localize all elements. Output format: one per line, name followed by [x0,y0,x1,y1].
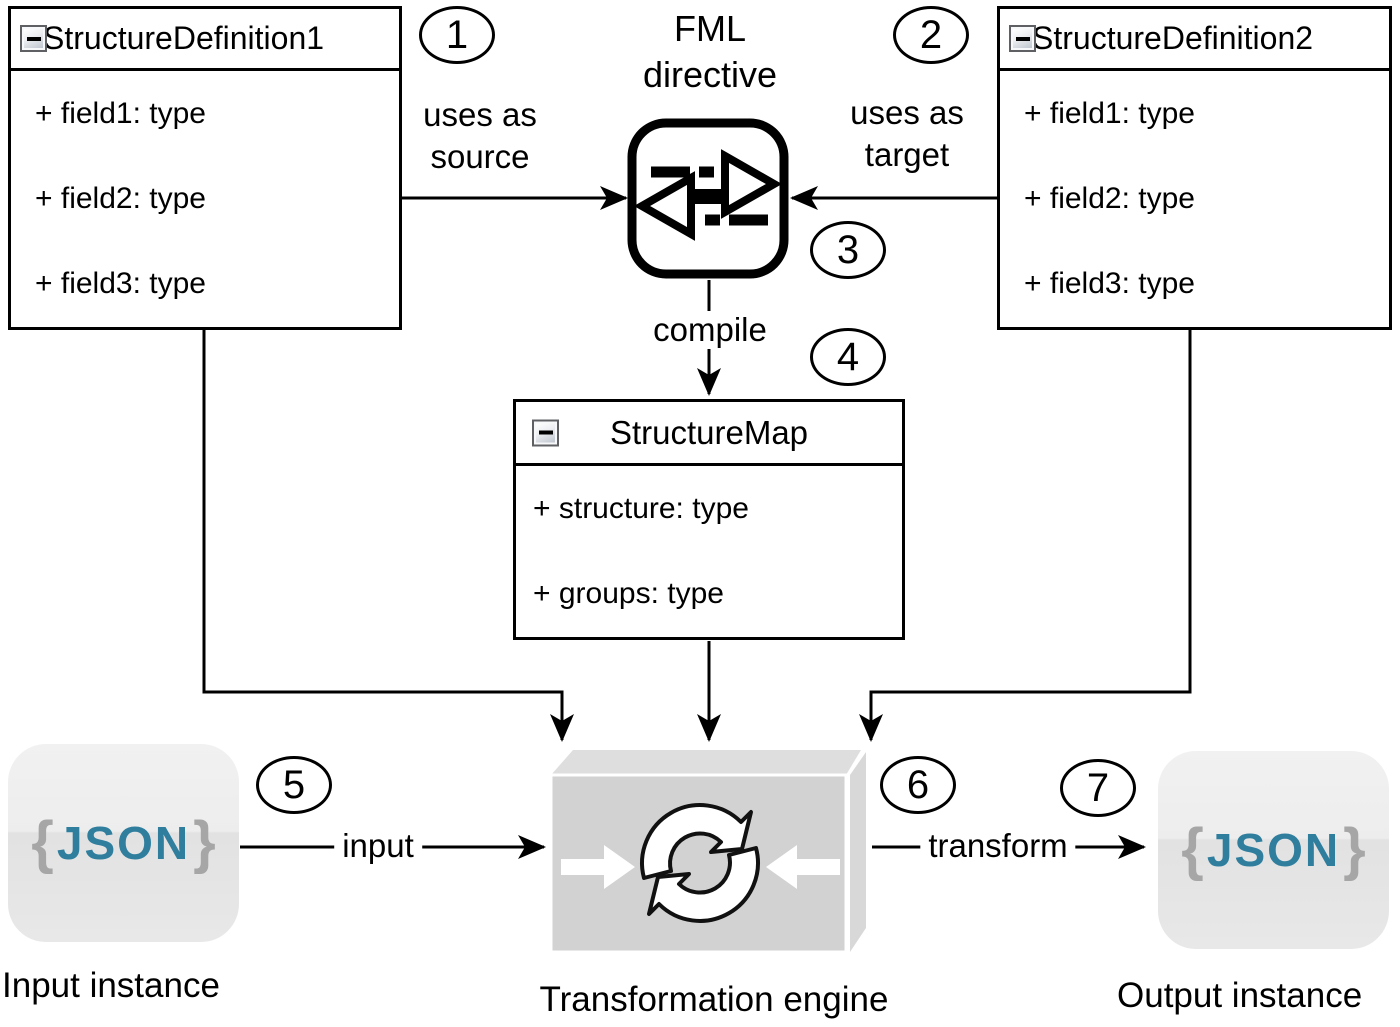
collapse-minus-icon [20,25,47,52]
class-box-structuredefinition1: StructureDefinition1 + field1: type + fi… [8,6,402,330]
inward-arrow-left-icon [561,845,635,889]
arrow-sd1-to-engine [202,330,574,742]
json-label: JSON [1206,824,1341,876]
engine-side-face [850,752,866,952]
class-field: + field1: type [35,96,206,130]
class-title: StructureMap [609,413,809,451]
class-header: StructureMap [516,402,902,466]
fml-directive-label: FML directive [600,6,820,98]
edge-label-transform: transform [920,827,1076,865]
transformation-engine-box [549,750,866,954]
step-circle-6: 6 [880,756,956,814]
class-header: StructureDefinition1 [11,9,399,71]
class-field: + field3: type [1024,267,1195,301]
open-brace: { [1181,817,1204,882]
exchange-arrow-right-icon [721,149,783,219]
class-field: + field1: type [1024,96,1195,130]
class-box-structuredefinition2: StructureDefinition2 + field1: type + fi… [997,6,1392,330]
step-circle-5: 5 [256,756,332,814]
json-input-icon: { JSON } [8,744,239,942]
close-brace: } [193,810,216,875]
step-circle-7: 7 [1060,759,1136,817]
edge-label-input: input [334,827,422,865]
class-field: + field2: type [1024,181,1195,215]
arrow-sd2-to-engine [859,330,1192,742]
caption-transformation-engine: Transformation engine [539,980,889,1019]
engine-top-face [551,750,861,775]
open-brace: { [31,810,54,875]
class-fields: + field1: type + field2: type + field3: … [11,71,399,327]
class-field: + structure: type [533,491,749,525]
exchange-arrow-left-icon [633,171,695,241]
edge-label-uses-as-source: uses as source [423,96,537,175]
class-field: + field3: type [35,267,206,301]
class-fields: + structure: type + groups: type [516,466,902,637]
class-title: StructureDefinition1 [43,20,325,56]
class-title: StructureDefinition2 [1032,20,1314,56]
class-field: + field2: type [35,181,206,215]
recycle-icon [640,803,760,923]
edge-label-uses-as-target: uses as target [850,94,964,173]
step-circle-4: 4 [810,328,886,386]
fml-label-line2: directive [642,54,778,95]
step-circle-1: 1 [419,6,495,64]
step-circle-2: 2 [893,6,969,64]
class-fields: + field1: type + field2: type + field3: … [1000,71,1389,327]
fml-label-line1: FML [674,8,746,49]
step-circle-3: 3 [810,221,886,279]
close-brace: } [1343,817,1366,882]
json-label: JSON [56,817,191,869]
class-field: + groups: type [533,577,724,611]
json-output-icon: { JSON } [1158,751,1389,949]
caption-input-instance: Input instance [2,966,220,1005]
inward-arrow-right-icon [766,845,840,889]
collapse-minus-icon [1009,25,1036,52]
caption-output-instance: Output instance [1117,976,1363,1015]
class-box-structuremap: StructureMap + structure: type + groups:… [513,399,905,640]
collapse-minus-icon [532,419,559,446]
class-header: StructureDefinition2 [1000,9,1389,71]
edge-label-compile: compile [645,311,775,349]
fml-directive-icon [627,118,789,279]
